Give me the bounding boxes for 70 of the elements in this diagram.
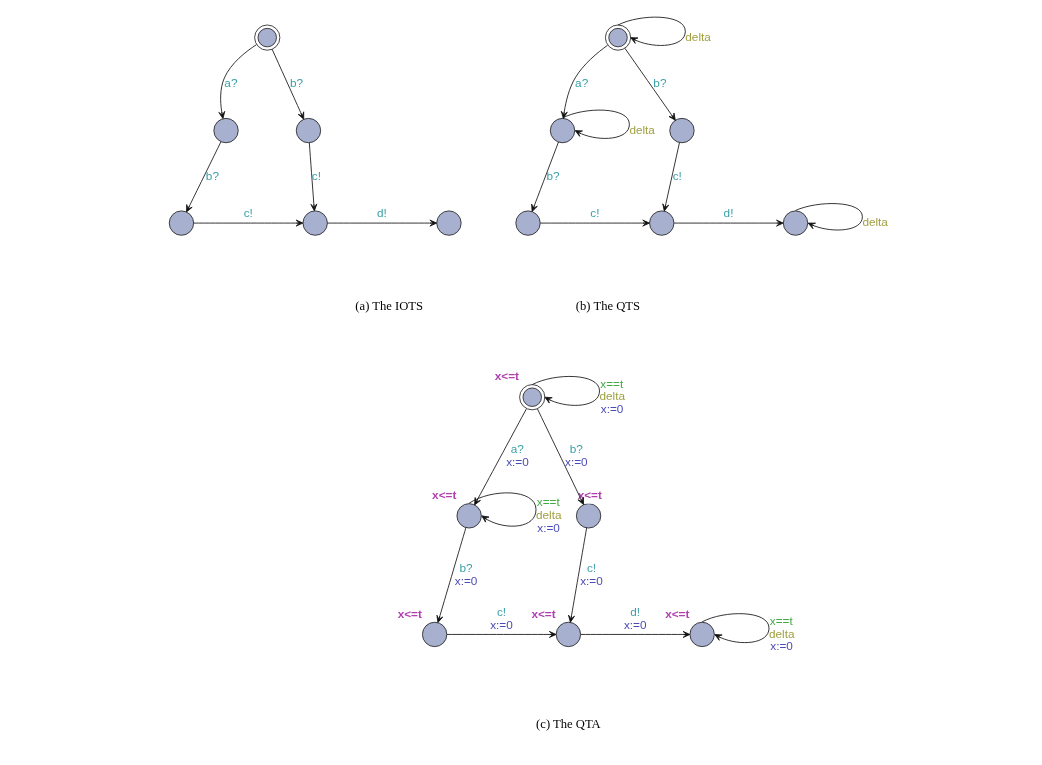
arrow bbox=[192, 219, 303, 227]
edge-label: b? x:=0 bbox=[564, 442, 588, 468]
node-circle bbox=[668, 117, 695, 144]
node-circle bbox=[435, 210, 462, 236]
arrow bbox=[623, 47, 676, 121]
arrow bbox=[579, 631, 690, 638]
node-circle bbox=[648, 210, 674, 236]
arrow bbox=[567, 527, 587, 623]
edge-label: d! bbox=[376, 206, 387, 220]
edge-label: delta bbox=[628, 122, 655, 136]
edge-label: c! x:=0 bbox=[489, 605, 513, 631]
edge-label: delta bbox=[861, 215, 888, 229]
arrow bbox=[271, 48, 304, 120]
arrow bbox=[661, 142, 680, 212]
label: (b) The QTS bbox=[575, 298, 640, 313]
node-circle bbox=[782, 210, 808, 236]
node-circle bbox=[212, 117, 239, 144]
edge-label: a? bbox=[574, 76, 588, 90]
arrow bbox=[217, 44, 257, 119]
arrow bbox=[561, 109, 630, 139]
edge-label: b? bbox=[289, 76, 303, 90]
edge-label: delta bbox=[684, 29, 711, 43]
arrow bbox=[436, 527, 466, 623]
node-circle bbox=[689, 621, 715, 648]
node-label: x<=t bbox=[431, 488, 456, 502]
node-circle bbox=[168, 210, 194, 236]
arrow bbox=[536, 408, 584, 505]
node-circle bbox=[514, 210, 541, 236]
node-circle bbox=[302, 210, 328, 236]
edge-label: a? bbox=[223, 76, 237, 90]
arrow bbox=[326, 219, 437, 227]
edge-label: b? bbox=[205, 168, 219, 182]
arrow bbox=[539, 219, 650, 227]
node-circle bbox=[549, 117, 575, 144]
arrow bbox=[673, 219, 784, 227]
edge-label: c! x:=0 bbox=[579, 560, 603, 587]
node-label: x<=t bbox=[664, 606, 689, 620]
node-label: x<=t bbox=[577, 488, 602, 502]
arrow bbox=[560, 44, 608, 119]
edge-label: b? x:=0 bbox=[454, 560, 477, 587]
arrow bbox=[701, 613, 769, 643]
edge-label: c! bbox=[589, 206, 599, 220]
edge-label: x==t delta x:=0 bbox=[768, 613, 795, 653]
node-circle bbox=[555, 621, 581, 648]
edge-label: c! bbox=[243, 206, 253, 220]
node-circle bbox=[456, 503, 482, 529]
node-circle bbox=[421, 621, 447, 648]
arrow bbox=[530, 141, 559, 212]
edge-label: a? x:=0 bbox=[505, 442, 529, 468]
edge-label: b? bbox=[546, 168, 560, 182]
edge-label: x==t delta x:=0 bbox=[535, 495, 562, 534]
node-circle bbox=[295, 117, 321, 144]
node-label: x<=t bbox=[494, 369, 519, 383]
arrow bbox=[308, 142, 317, 212]
label: (a) The IOTS bbox=[354, 298, 423, 313]
node-label: x<=t bbox=[397, 606, 422, 620]
node-label: x<=t bbox=[530, 606, 556, 620]
label: (c) The QTA bbox=[535, 716, 601, 731]
arrow bbox=[617, 16, 686, 46]
arrow bbox=[794, 203, 863, 231]
edge-label: b? bbox=[652, 76, 666, 90]
edge-label: x==t delta x:=0 bbox=[599, 376, 625, 415]
arrow bbox=[446, 631, 556, 638]
edge-label: c! bbox=[311, 168, 321, 182]
edge-label: d! bbox=[723, 206, 733, 220]
arrow bbox=[185, 141, 221, 213]
arrow bbox=[531, 376, 600, 406]
edge-label: d! x:=0 bbox=[623, 605, 646, 631]
edge-label: c! bbox=[672, 168, 682, 182]
arrow bbox=[473, 408, 527, 506]
